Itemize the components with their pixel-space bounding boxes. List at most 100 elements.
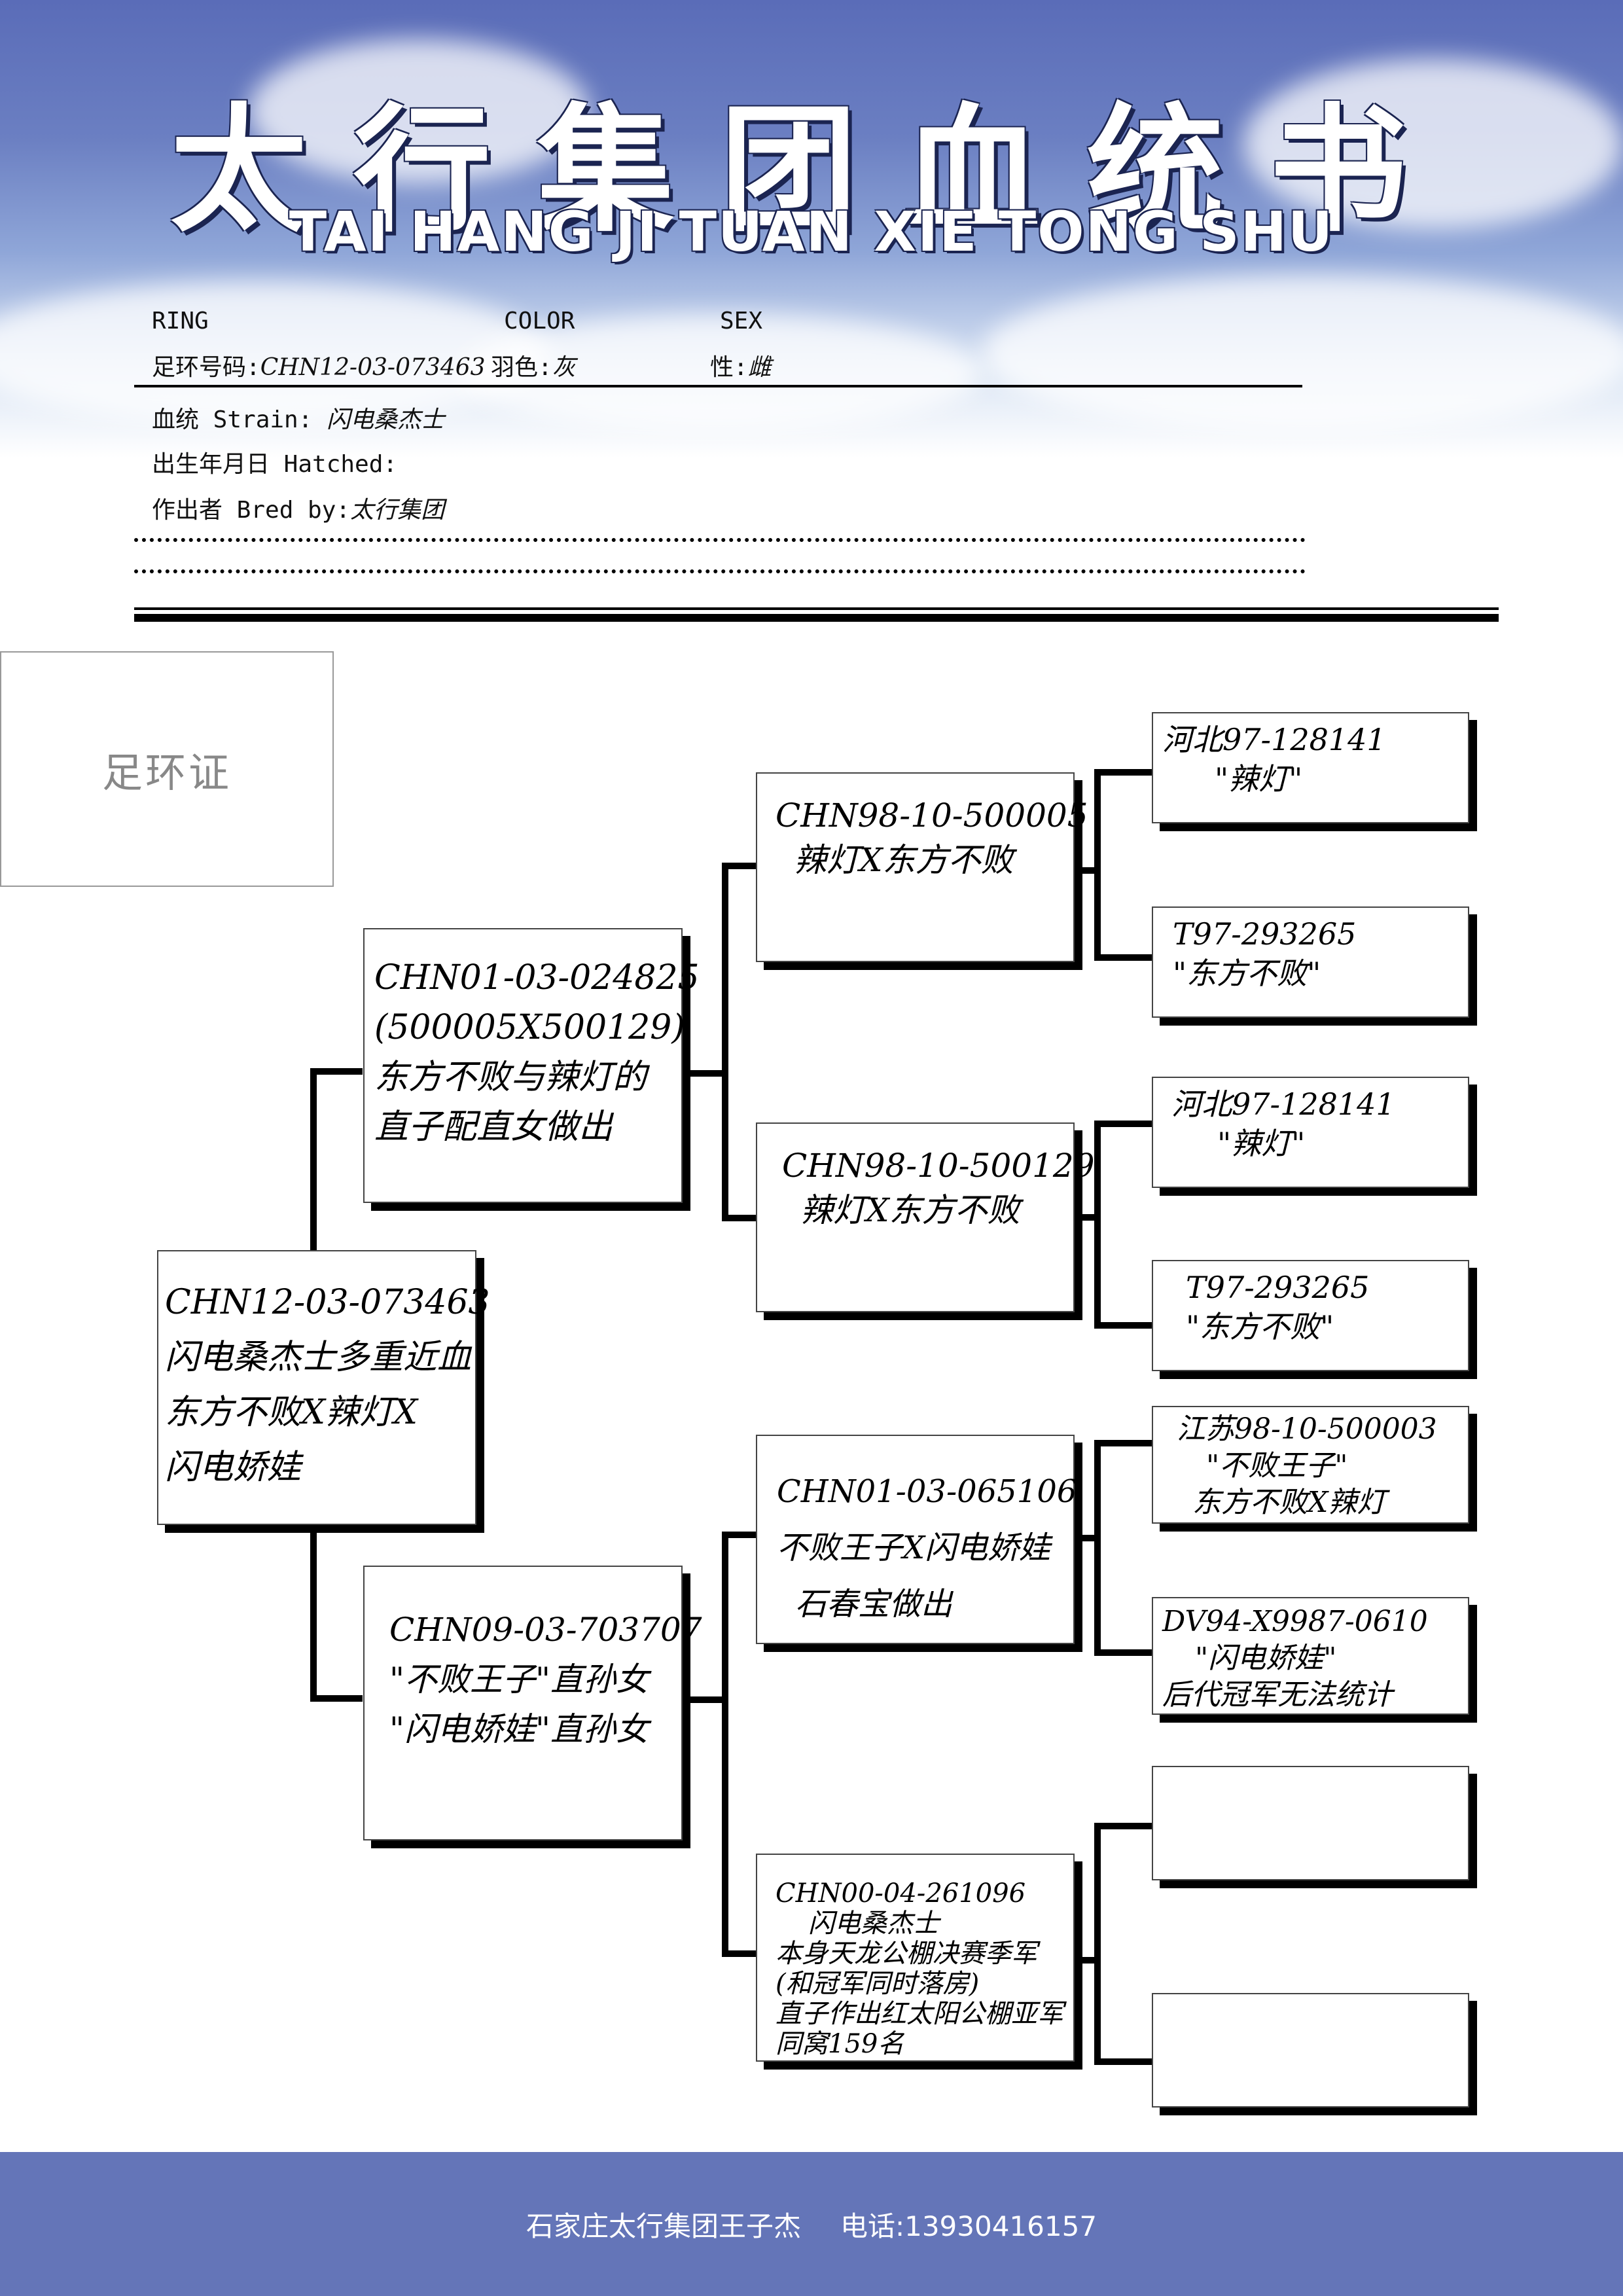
ring-label-cn: 足环号码:: [152, 354, 260, 381]
color-value: 灰: [552, 354, 576, 381]
pedigree-sire-dam-box: CHN98-10-500129 辣灯X东方不败: [756, 1122, 1095, 1312]
g3-note: 东方不败X辣灯: [1192, 1486, 1386, 1519]
connector: [1094, 1121, 1101, 1329]
bred-field: 作出者 Bred by:太行集团: [152, 491, 444, 525]
connector: [1094, 1823, 1101, 2065]
pedigree-sire-box: CHN01-03-024825 (500005X500129) 东方不败与辣灯的…: [363, 928, 700, 1203]
sire-dam-ring: CHN98-10-500129: [782, 1147, 1095, 1185]
pedigree-g3-box-3: 河北97-128141 "辣灯": [1152, 1077, 1469, 1188]
page-subtitle: TAI HANG JI TUAN XIE TONG SHU: [289, 200, 1334, 264]
cloud: [249, 39, 589, 183]
connector: [722, 863, 758, 869]
connector: [310, 1068, 317, 1251]
g3-ring: T97-293265: [1186, 1270, 1370, 1305]
strain-field: 血统 Strain: 闪电桑杰士: [152, 401, 444, 435]
connector: [1094, 1322, 1153, 1329]
g3-ring: 河北97-128141: [1171, 1086, 1395, 1122]
cloud: [1243, 59, 1623, 229]
dam-dam-line: 直子作出红太阳公棚亚军: [776, 1999, 1063, 2029]
cloud: [0, 281, 550, 425]
sex-field: 性:雌: [710, 348, 772, 382]
connector: [722, 863, 728, 1221]
g3-name: "闪电娇娃": [1195, 1641, 1337, 1675]
connector: [1094, 954, 1153, 961]
g3-name: "东方不败": [1173, 956, 1321, 991]
connector: [1094, 1823, 1153, 1829]
info-divider: [134, 385, 1302, 387]
pedigree-dam-sire-box: CHN01-03-065106 不败王子X闪电娇娃 石春宝做出: [756, 1435, 1077, 1644]
g3-ring: T97-293265: [1173, 916, 1357, 952]
dam-sire-line: 不败王子X闪电娇娃: [777, 1530, 1051, 1566]
color-field: 羽色:灰: [491, 348, 576, 382]
pedigree-g3-box-2: T97-293265 "东方不败": [1152, 906, 1469, 1018]
sire-ring: CHN01-03-024825: [374, 958, 700, 997]
pedigree-dam-dam-box: CHN00-04-261096 闪电桑杰士 本身天龙公棚决赛季军 (和冠军同时落…: [756, 1854, 1075, 2062]
dotted-line: [134, 569, 1306, 573]
footer-phone: 电话:13930416157: [840, 2210, 1097, 2242]
pedigree-g3-box-5: 江苏98-10-500003 "不败王子" 东方不败X辣灯: [1152, 1406, 1469, 1524]
pedigree-sire-sire-box: CHN98-10-500005 辣灯X东方不败: [756, 772, 1088, 962]
hatched-label: 出生年月日 Hatched:: [152, 451, 398, 478]
strain-value: 闪电桑杰士: [327, 406, 445, 433]
g3-name: "辣灯": [1217, 1126, 1306, 1161]
ring-label-en: RING: [152, 308, 209, 334]
color-label-cn: 羽色:: [491, 354, 552, 381]
section-divider-thick: [134, 614, 1499, 622]
subject-line: 闪电桑杰士多重近血: [165, 1338, 472, 1377]
dam-dam-line: 同窝159名: [776, 2029, 904, 2059]
g3-name: "东方不败": [1186, 1309, 1334, 1344]
pedigree-subject-box: CHN12-03-073463 闪电桑杰士多重近血 东方不败X辣灯X 闪电娇娃: [157, 1250, 490, 1525]
sire-dam-line: 辣灯X东方不败: [800, 1191, 1020, 1229]
connector: [1094, 1121, 1153, 1127]
dam-line: "不败王子"直孙女: [389, 1660, 649, 1698]
connector: [722, 1532, 758, 1538]
footer-bar: 石家庄太行集团王子杰 电话:13930416157: [0, 2152, 1623, 2296]
bred-value: 太行集团: [350, 497, 445, 524]
g3-name: "辣灯": [1215, 761, 1303, 797]
dam-line: "闪电娇娃"直孙女: [389, 1710, 649, 1748]
sire-line: 直子配直女做出: [374, 1107, 613, 1147]
connector: [1094, 1440, 1153, 1446]
dam-sire-line: 石春宝做出: [795, 1586, 953, 1623]
footer-name: 石家庄太行集团王子杰: [526, 2210, 801, 2242]
connector: [722, 1532, 728, 1957]
ring-field: 足环号码:CHN12-03-073463: [152, 348, 486, 382]
connector: [1080, 1535, 1099, 1541]
connector: [684, 1070, 726, 1077]
pedigree-g3-box-7-empty: [1152, 1766, 1469, 1880]
dam-dam-line: 本身天龙公棚决赛季军: [776, 1939, 1037, 1969]
connector: [1094, 1649, 1153, 1656]
sire-line: (500005X500129): [374, 1008, 685, 1047]
ring-certificate-placeholder: 足环证: [0, 651, 334, 887]
connector: [310, 1528, 317, 1702]
pedigree-g3-box-4: T97-293265 "东方不败": [1152, 1260, 1469, 1371]
pedigree-g3-box-8-empty: [1152, 1993, 1469, 2108]
connector: [1094, 1440, 1101, 1656]
dam-ring: CHN09-03-703707: [389, 1611, 702, 1649]
g3-name: "不败王子": [1206, 1449, 1348, 1482]
cloud: [982, 275, 1623, 432]
g3-ring: DV94-X9987-0610: [1162, 1605, 1428, 1638]
subject-line: 东方不败X辣灯X: [165, 1393, 418, 1432]
sire-sire-line: 辣灯X东方不败: [794, 841, 1014, 879]
connector: [1094, 769, 1153, 776]
dam-sire-ring: CHN01-03-065106: [777, 1473, 1077, 1510]
subject-line: 闪电娇娃: [165, 1448, 302, 1487]
connector: [1094, 2058, 1153, 2065]
sex-label-cn: 性:: [710, 354, 748, 381]
connector: [722, 1950, 758, 1957]
g3-ring: 河北97-128141: [1162, 722, 1386, 757]
dam-dam-line: 闪电桑杰士: [808, 1909, 939, 1939]
connector: [310, 1695, 363, 1702]
connector: [684, 1696, 726, 1703]
sire-line: 东方不败与辣灯的: [374, 1058, 647, 1097]
subject-ring: CHN12-03-073463: [165, 1283, 490, 1322]
sex-value: 雌: [747, 354, 772, 381]
connector: [1080, 1957, 1099, 1964]
ring-value: CHN12-03-073463: [260, 354, 486, 381]
connector: [722, 1215, 758, 1221]
color-label-en: COLOR: [504, 308, 575, 334]
sire-sire-ring: CHN98-10-500005: [776, 797, 1088, 834]
connector: [1094, 769, 1101, 961]
sex-label-en: SEX: [720, 308, 763, 334]
